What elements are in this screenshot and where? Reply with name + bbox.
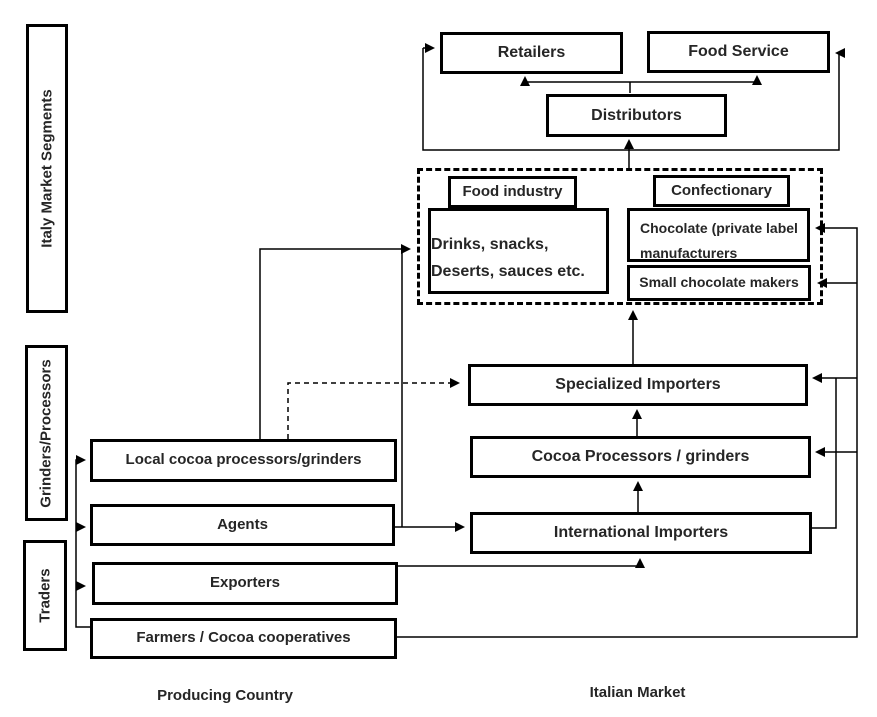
node-farmers: Farmers / Cocoa cooperatives (90, 618, 397, 659)
node-confectionary-title-label: Confectionary (671, 181, 772, 199)
node-food-industry-items: Drinks, snacks, Deserts, sauces etc. (428, 208, 609, 294)
arrow-exporters-to-international (398, 558, 645, 568)
arrow-local-to-food-industry (259, 244, 411, 439)
node-farmers-label: Farmers / Cocoa cooperatives (136, 629, 351, 647)
node-agents: Agents (90, 504, 395, 546)
food-industry-items-line1: Drinks, snacks, (431, 235, 549, 253)
side-label-grinders-processors: Grinders/Processors (25, 345, 68, 521)
food-industry-items-line2: Deserts, sauces etc. (431, 263, 585, 280)
node-specialized-importers: Specialized Importers (468, 364, 808, 406)
node-exporters: Exporters (92, 562, 398, 605)
node-exporters-label: Exporters (209, 574, 281, 592)
node-food-service-label: Food Service (688, 43, 789, 60)
node-small-chocolate-makers-label: Small chocolate makers (639, 274, 799, 291)
node-cocoa-processors: Cocoa Processors / grinders (470, 436, 811, 478)
arrow-farmers-left-riser (75, 455, 90, 628)
node-retailers-label: Retailers (497, 44, 566, 61)
node-international-importers: International Importers (470, 512, 812, 554)
node-cocoa-processors-label: Cocoa Processors / grinders (531, 448, 750, 465)
caption-producing-country: Producing Country (100, 687, 350, 704)
node-chocolate-private-label: Chocolate (private label manufacturers (627, 208, 810, 262)
node-small-chocolate-makers: Small chocolate makers (627, 265, 811, 301)
caption-producing-country-text: Producing Country (157, 687, 293, 704)
node-distributors: Distributors (546, 94, 727, 137)
node-local-processors-label: Local cocoa processors/grinders (125, 451, 362, 469)
node-food-industry-title-label: Food industry (462, 182, 563, 200)
node-distributors-label: Distributors (591, 106, 682, 124)
arrow-local-to-specialized-dashed (287, 378, 460, 439)
node-specialized-importers-label: Specialized Importers (555, 376, 721, 393)
side-label-italy-market-segments: Italy Market Segments (26, 24, 68, 313)
line-international-to-specialized-loop (812, 378, 837, 529)
side-label-traders-text: Traders (36, 568, 54, 623)
side-label-grinders-processors-text: Grinders/Processors (38, 358, 55, 508)
node-retailers: Retailers (440, 32, 623, 74)
chocolate-private-label-line1: Chocolate (private label (640, 220, 798, 236)
caption-italian-market-text: Italian Market (589, 684, 686, 701)
node-food-industry-title: Food industry (448, 176, 577, 208)
node-agents-label: Agents (217, 515, 268, 533)
side-label-italy-market-segments-text: Italy Market Segments (38, 89, 56, 248)
node-food-service: Food Service (647, 31, 830, 73)
arrow-distributors-to-retailers-foodservice (520, 75, 762, 93)
chocolate-private-label-line2: manufacturers (640, 245, 738, 262)
node-local-processors: Local cocoa processors/grinders (90, 439, 397, 482)
node-confectionary-title: Confectionary (653, 175, 790, 207)
caption-italian-market: Italian Market (510, 684, 765, 701)
side-label-traders: Traders (23, 540, 67, 651)
node-international-importers-label: International Importers (553, 524, 729, 541)
